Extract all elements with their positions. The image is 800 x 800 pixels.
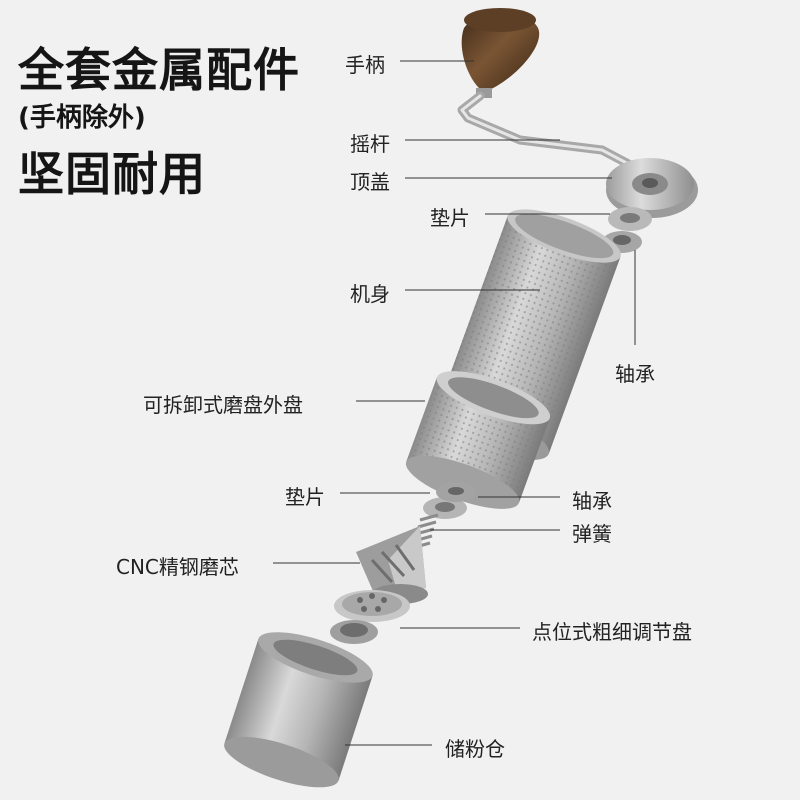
label-outer-burr: 可拆卸式磨盘外盘 [143,393,303,417]
dial-hub [330,620,378,644]
bottom-bearing [436,482,476,502]
adjustment-dial [334,590,410,622]
headline-line-1: 全套金属配件 [18,43,300,97]
label-washer-bottom: 垫片 [285,485,325,509]
leader-lines [273,60,636,746]
label-top-cover: 顶盖 [350,170,390,194]
label-bearing-top: 轴承 [615,362,655,386]
headline-line-3: 坚固耐用 [18,147,206,201]
bottom-washer [423,497,467,519]
label-adjust-dial: 点位式粗细调节盘 [532,620,692,644]
label-bearing-bottom: 轴承 [572,489,612,513]
label-cnc-burr: CNC精钢磨芯 [116,555,239,579]
spring [411,513,439,550]
label-handle-knob: 手柄 [345,53,385,77]
removable-outer-burr [405,371,551,509]
label-crank: 摇杆 [350,132,390,156]
crank-arm [457,91,641,173]
label-washer-top: 垫片 [430,206,470,230]
headline-line-2: (手柄除外) [18,103,146,133]
top-washer [608,207,652,231]
catch-cup [224,632,373,788]
label-body: 机身 [350,282,390,306]
label-spring: 弹簧 [572,522,612,546]
wood-knob [461,8,540,98]
top-cover [606,158,698,218]
label-catch-cup: 储粉仓 [445,737,505,761]
